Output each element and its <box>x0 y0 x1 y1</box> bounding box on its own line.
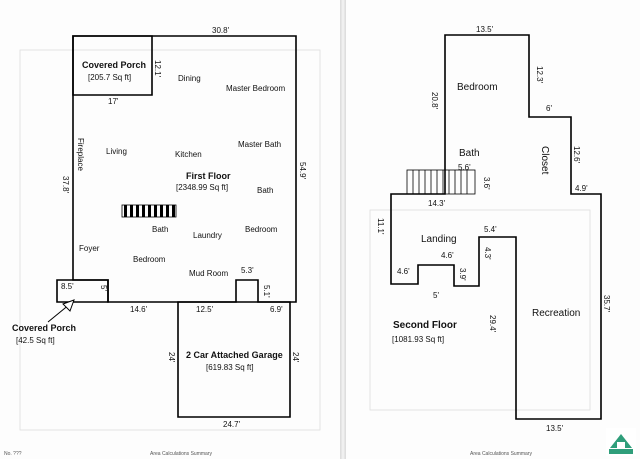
dim-sf-closet-right-upper: 12.3' <box>535 66 544 84</box>
room-laundry: Laundry <box>193 231 222 240</box>
dim-ff-bottom-mid: 12.5' <box>196 305 214 314</box>
room-kitchen: Kitchen <box>175 150 202 159</box>
dim-ff-porch-bottom: 17' <box>108 97 119 106</box>
dim-sf-closet-notch: 6' <box>546 104 552 113</box>
dim-sf-landing-inner-h: 3.9' <box>458 268 467 281</box>
dim-ff-left: 37.8' <box>61 176 70 194</box>
room-master-bath: Master Bath <box>238 140 281 149</box>
dim-ff-notch-top: 5.3' <box>241 266 254 275</box>
room-foyer: Foyer <box>79 244 100 253</box>
room-master-bedroom: Master Bedroom <box>226 84 285 93</box>
dim-sf-rec-top: 5.4' <box>484 225 497 234</box>
dim-sf-top: 13.5' <box>476 25 494 34</box>
covered-porch-small <box>56 279 109 303</box>
dim-sf-landing-top: 14.3' <box>428 199 446 208</box>
dim-sf-stair-side: 3.6' <box>482 177 491 190</box>
room-sf-closet: Closet <box>539 146 550 175</box>
dim-ff-right: 54.9' <box>298 162 307 180</box>
faint-guide-right <box>369 209 591 411</box>
room-living: Living <box>106 147 127 156</box>
mls-watermark-logo <box>606 428 636 456</box>
garage-outline <box>177 301 291 418</box>
dim-ff-bottom-right: 6.9' <box>270 305 283 314</box>
second-floor-footer: Area Calculations Summary <box>470 451 532 457</box>
dim-sf-landing-inner-w: 4.6' <box>441 251 454 260</box>
room-sf-landing: Landing <box>421 234 457 245</box>
room-bath-right: Bath <box>257 186 273 195</box>
dim-sf-rec-step: 4.3' <box>483 247 492 260</box>
dim-sf-landing-left: 11.1' <box>376 218 385 235</box>
room-sf-bath: Bath <box>459 148 480 159</box>
garage-label: 2 Car Attached Garage <box>186 350 283 360</box>
covered-porch-top-area: [205.7 Sq ft] <box>88 73 131 82</box>
dim-ff-porch-small-w: 8.5' <box>61 282 74 291</box>
second-floor-page <box>346 0 640 459</box>
dim-sf-left-bedroom: 20.8' <box>430 92 439 110</box>
second-floor-stair-treads <box>412 170 468 194</box>
covered-porch-top-label: Covered Porch <box>82 60 146 70</box>
dim-sf-closet-step: 4.9' <box>575 184 588 193</box>
first-floor-corner-note: No. ??? <box>4 451 22 457</box>
dim-sf-landing-notch-w: 4.6' <box>397 267 410 276</box>
faint-guide-left <box>19 49 321 431</box>
first-floor-page <box>0 0 340 459</box>
garage-area: [619.83 Sq ft] <box>206 363 254 372</box>
second-floor-outline <box>390 34 602 420</box>
dim-sf-bath-width: 5.6' <box>458 163 471 172</box>
first-floor-title: First Floor <box>186 171 231 181</box>
dim-ff-bottom-left: 14.6' <box>130 305 148 314</box>
room-bath-center: Bath <box>152 225 168 234</box>
dim-garage-bottom: 24.7' <box>223 420 241 429</box>
dim-sf-rec-left: 29.4' <box>488 315 497 333</box>
room-bedroom-right: Bedroom <box>245 225 278 234</box>
covered-porch-bottom-area: [42.5 Sq ft] <box>16 336 55 345</box>
room-bedroom-left: Bedroom <box>133 255 166 264</box>
first-floor-footer: Area Calculations Summary <box>150 451 212 457</box>
first-floor-area: [2348.99 Sq ft] <box>176 183 228 192</box>
covered-porch-top <box>72 35 153 96</box>
room-dining: Dining <box>178 74 201 83</box>
dim-sf-rec-right: 35.7' <box>602 295 611 313</box>
second-floor-title: Second Floor <box>393 320 457 331</box>
dim-ff-top: 30.8' <box>212 26 230 35</box>
dim-sf-closet-right-lower: 12.6' <box>572 146 581 164</box>
dim-garage-right: 24' <box>291 352 300 363</box>
second-floor-stairs <box>406 169 476 195</box>
room-mud-room: Mud Room <box>189 269 228 278</box>
first-floor-stair-treads <box>124 205 175 217</box>
dim-ff-porch-small-h: 5' <box>99 285 108 291</box>
dim-ff-notch-side: 5.1' <box>262 285 271 298</box>
page-gutter <box>340 0 346 459</box>
dim-garage-left: 24' <box>167 352 176 363</box>
dim-ff-porch-side: 12.1' <box>153 60 162 78</box>
porch-arrow-head <box>62 299 75 312</box>
room-sf-recreation: Recreation <box>532 308 580 319</box>
second-floor-area: [1081.93 Sq ft] <box>392 335 444 344</box>
covered-porch-bottom-label: Covered Porch <box>12 323 76 333</box>
dim-sf-bottom: 13.5' <box>546 424 564 433</box>
dim-sf-landing-bottom: 5' <box>433 291 439 300</box>
room-fireplace: Fireplace <box>76 138 85 171</box>
room-sf-bedroom: Bedroom <box>457 82 498 93</box>
